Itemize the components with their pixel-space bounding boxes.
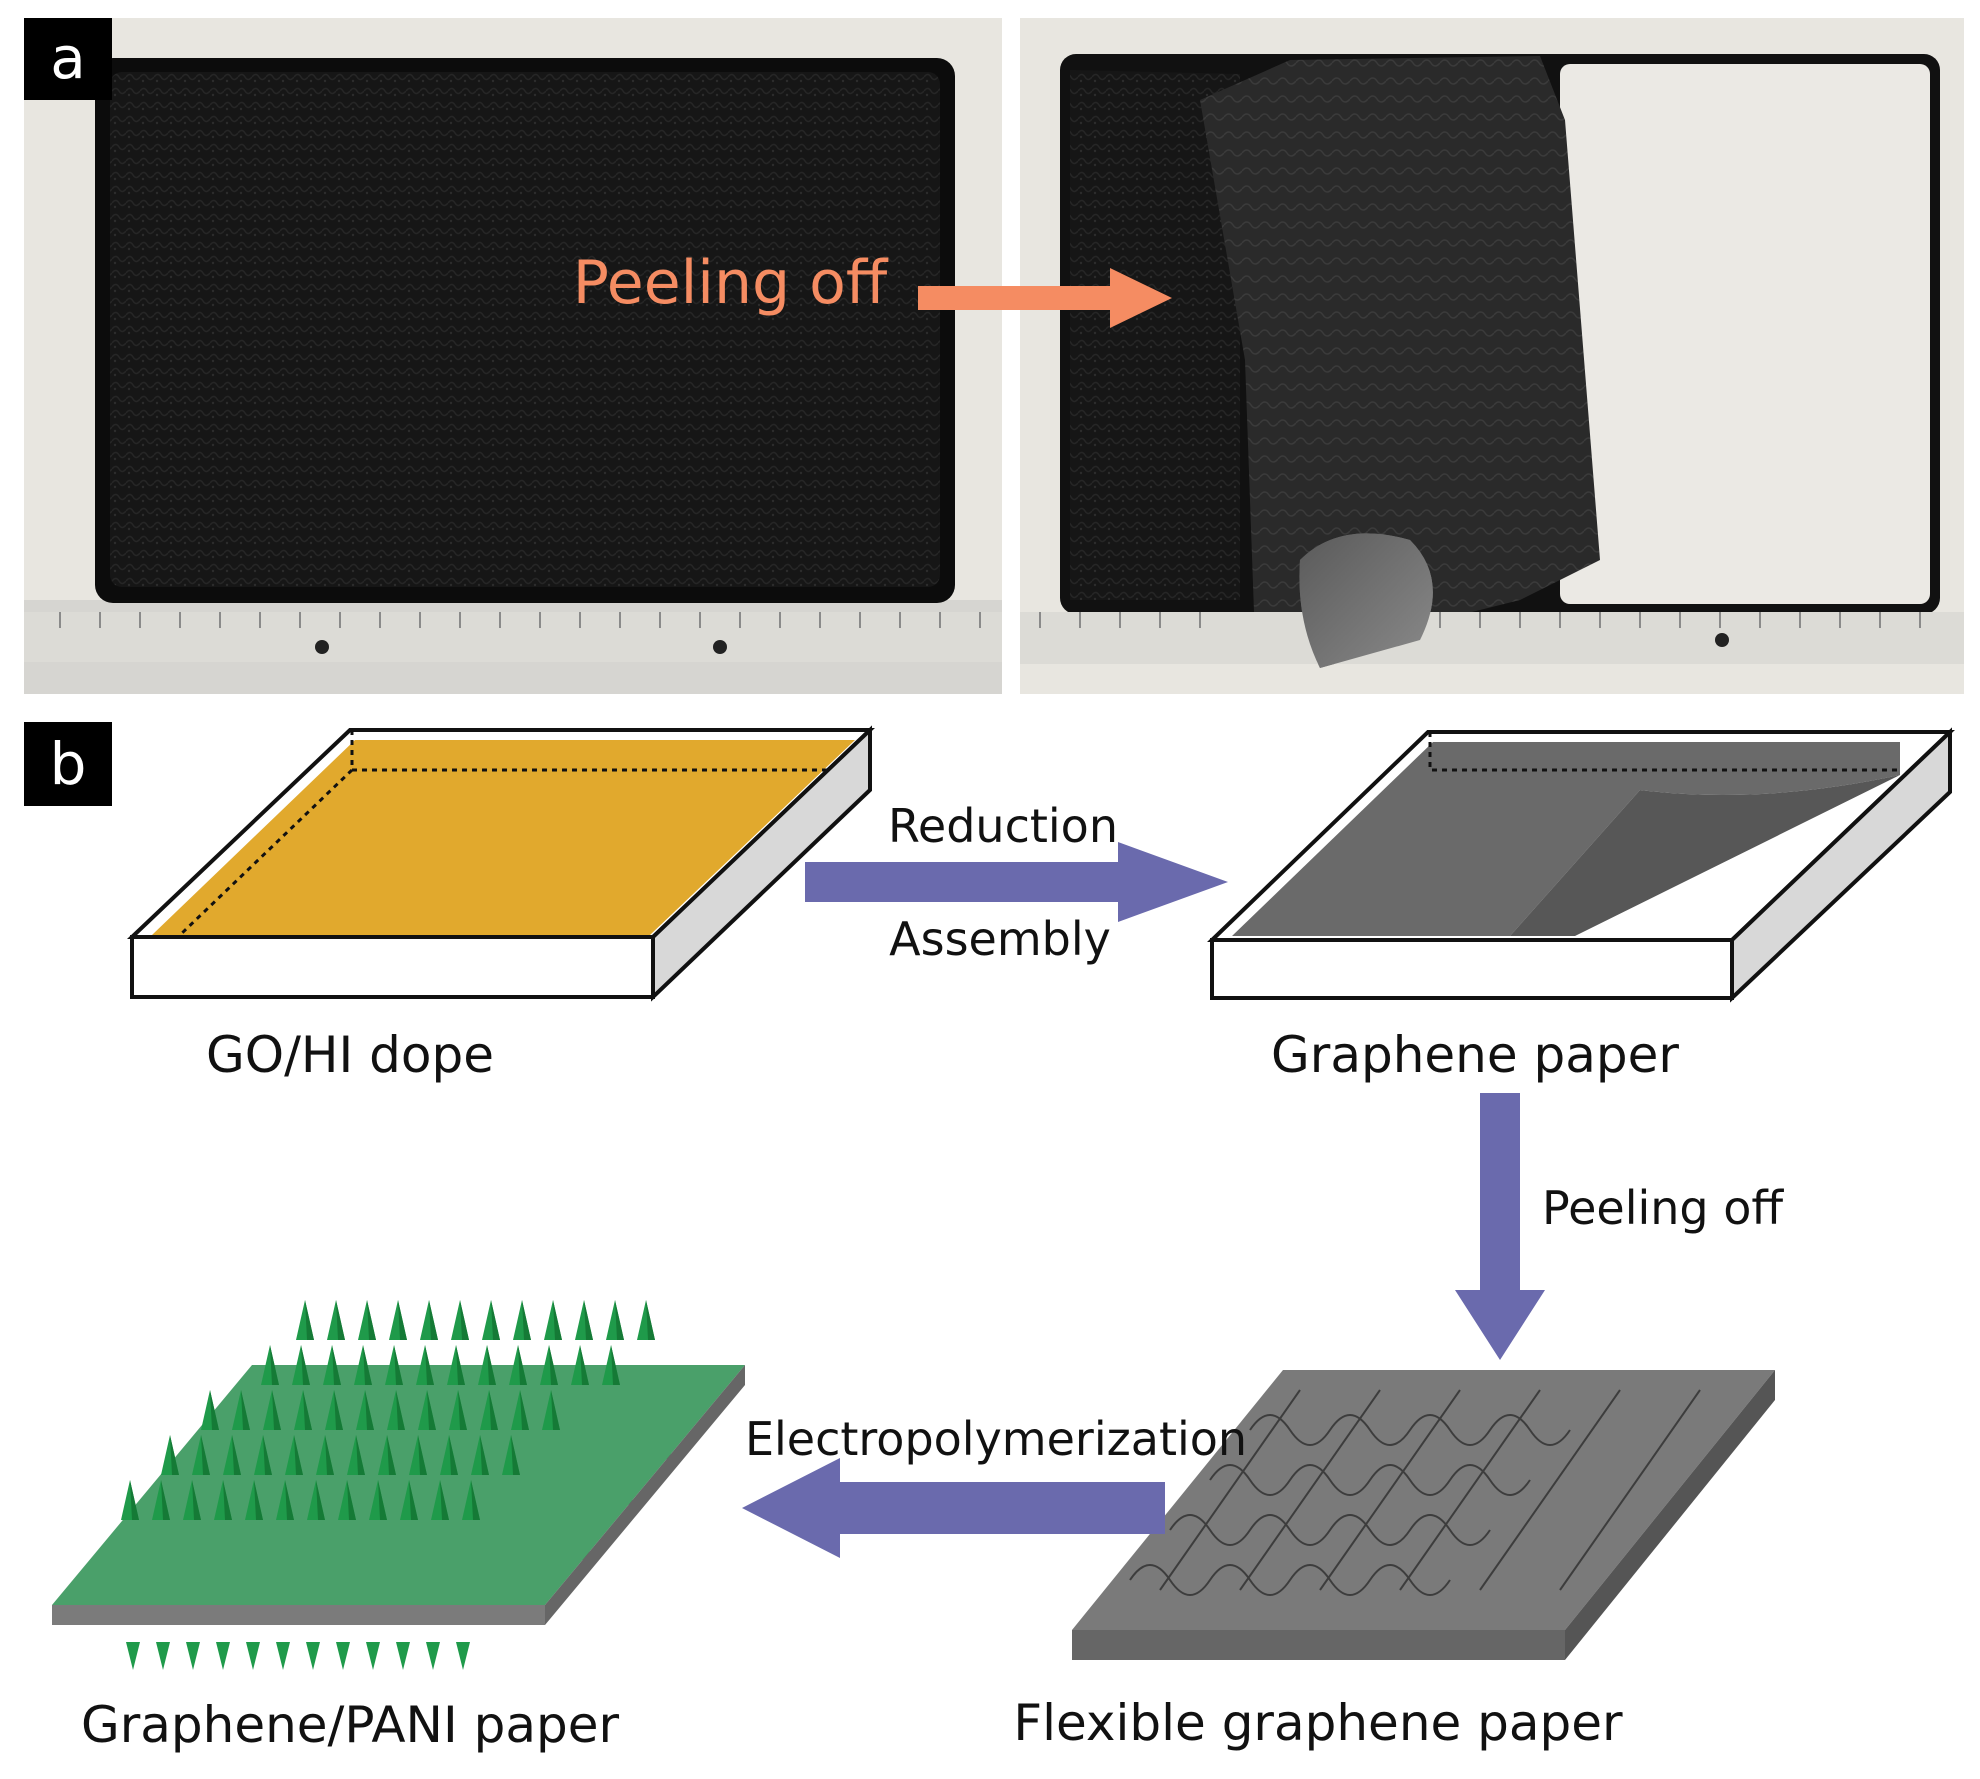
go-hi-dope-tray bbox=[126, 725, 875, 1002]
assembly-label: Assembly bbox=[889, 912, 1111, 966]
reduction-assembly-arrow: Reduction Assembly bbox=[805, 799, 1228, 966]
svg-text:a: a bbox=[50, 24, 86, 92]
reduction-label: Reduction bbox=[888, 799, 1118, 853]
electropolymerization-arrow: Electropolymerization bbox=[742, 1412, 1247, 1558]
panel-b-tag: b bbox=[24, 722, 112, 806]
flexible-graphene-paper bbox=[1072, 1370, 1775, 1660]
ruler-right bbox=[1020, 612, 1964, 664]
graphene-paper-tray bbox=[1207, 727, 1955, 1003]
peeling-off-arrow: Peeling off bbox=[573, 248, 1172, 328]
peeling-off-label-a: Peeling off bbox=[573, 248, 889, 318]
peeling-off-arrow-b: Peeling off bbox=[1455, 1093, 1784, 1360]
flexible-graphene-paper-label: Flexible graphene paper bbox=[1013, 1694, 1623, 1752]
panel-a-tag: a bbox=[24, 18, 112, 100]
electropolymerization-label: Electropolymerization bbox=[745, 1412, 1247, 1466]
graphene-paper-label: Graphene paper bbox=[1271, 1026, 1679, 1084]
peeling-off-label-b: Peeling off bbox=[1542, 1181, 1784, 1235]
panel-a: a Peeling off bbox=[24, 18, 1964, 694]
svg-text:b: b bbox=[50, 730, 87, 798]
photo-before-peeling bbox=[24, 18, 1002, 694]
graphene-pani-paper-label: Graphene/PANI paper bbox=[81, 1696, 620, 1754]
graphene-pani-paper bbox=[52, 1300, 745, 1670]
ruler-left bbox=[24, 612, 1002, 662]
photo-after-peeling bbox=[1020, 18, 1964, 694]
peeled-graphene-sheet bbox=[1200, 56, 1600, 660]
panel-b: b GO/HI dope Reduction Assembly Grap bbox=[24, 722, 1955, 1754]
go-hi-dope-label: GO/HI dope bbox=[206, 1026, 494, 1084]
